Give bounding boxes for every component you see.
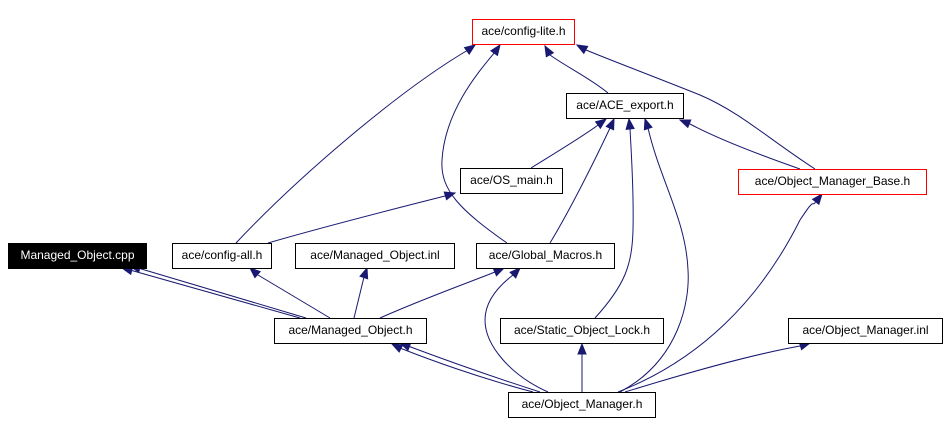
node-object-manager-base-h[interactable]: ace/Object_Manager_Base.h: [738, 169, 927, 195]
edge-object-manager-h-to-object-manager-inl: [624, 345, 801, 393]
edge-object-manager-base-to-config-lite: [585, 49, 816, 170]
edge-managed-object-h-to-cpp-1: [129, 269, 301, 319]
node-object-manager-h[interactable]: ace/Object_Manager.h: [508, 392, 656, 418]
node-config-all-h[interactable]: ace/config-all.h: [172, 243, 272, 269]
edge-object-manager-h-to-object-manager-base: [617, 203, 815, 393]
edge-managed-object-h-to-cpp-2: [137, 267, 307, 319]
node-os-main-h[interactable]: ace/OS_main.h: [460, 168, 563, 194]
node-global-macros-h[interactable]: ace/Global_Macros.h: [476, 243, 615, 269]
arrowhead-icon: [544, 44, 555, 58]
arrowhead-icon: [443, 191, 457, 201]
edge-managed-object-h-to-global-macros: [379, 271, 496, 319]
edge-global-macros-to-ace-export: [549, 127, 611, 244]
arrowhead-icon: [643, 117, 653, 131]
arrowhead-icon: [492, 267, 506, 277]
arrowhead-icon: [594, 118, 608, 130]
edge-object-manager-h-to-managed-object-h-2: [407, 345, 541, 393]
edge-config-all-to-os-main: [267, 195, 446, 244]
node-config-lite-h[interactable]: ace/config-lite.h: [472, 19, 575, 45]
edge-object-manager-h-to-managed-object-h-1: [399, 347, 534, 393]
edge-object-manager-h-to-global-macros: [484, 274, 549, 393]
edge-ace-export-to-config-lite: [549, 54, 609, 94]
node-managed-object-h[interactable]: ace/Managed_Object.h: [274, 318, 427, 344]
node-ace-export-h[interactable]: ace/ACE_export.h: [566, 93, 684, 119]
edge-object-manager-h-to-ace-export: [619, 127, 689, 393]
node-object-manager-inl[interactable]: ace/Object_Manager.inl: [788, 318, 943, 344]
arrowhead-icon: [811, 192, 823, 206]
node-managed-object-cpp[interactable]: Managed_Object.cpp: [8, 243, 147, 269]
edge-global-macros-to-config-lite: [441, 51, 508, 244]
arrowhead-icon: [359, 266, 369, 280]
edge-config-all-to-config-lite: [235, 49, 469, 244]
arrowhead-icon: [678, 119, 692, 129]
arrowhead-icon: [248, 267, 262, 279]
arrowhead-icon: [575, 44, 589, 55]
node-static-object-lock-h[interactable]: ace/Static_Object_Lock.h: [500, 318, 664, 344]
edge-managed-object-h-to-config-all: [257, 274, 331, 319]
edge-managed-object-h-to-inl: [353, 276, 365, 319]
arrowhead-icon: [605, 117, 615, 131]
arrowhead-icon: [490, 43, 501, 57]
edge-object-manager-base-to-ace-export: [689, 123, 801, 170]
arrowhead-icon: [463, 44, 477, 55]
node-managed-object-inl[interactable]: ace/Managed_Object.inl: [295, 243, 455, 269]
arrowhead-icon: [509, 267, 521, 279]
arrowhead-icon: [577, 342, 587, 355]
arrowhead-icon: [390, 343, 404, 353]
arrowhead-icon: [625, 117, 635, 130]
edge-static-object-lock-to-ace-export: [594, 127, 634, 319]
edge-os-main-to-ace-export: [530, 124, 599, 169]
